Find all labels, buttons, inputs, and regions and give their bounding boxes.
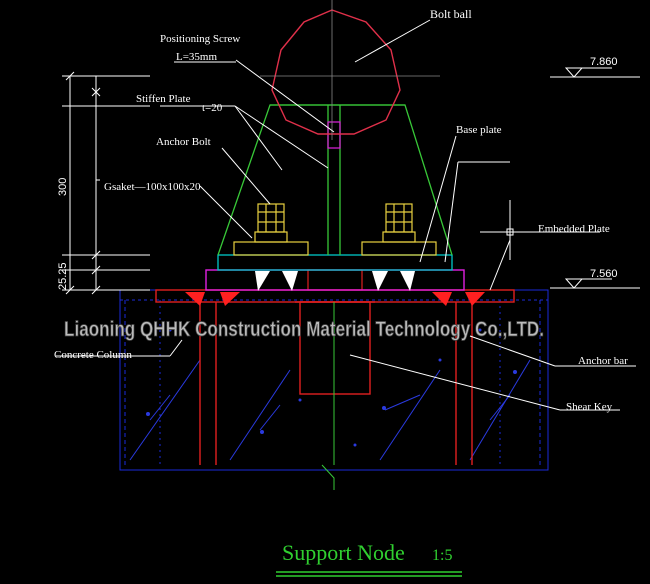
positioning-screw <box>327 121 341 149</box>
concrete-column-label: Concrete Column <box>54 349 132 361</box>
anchor-bolt-left <box>233 203 309 256</box>
positioning-screw-label: Positioning Screw <box>160 33 240 45</box>
drawing-scale: 1:5 <box>432 547 452 564</box>
center-line <box>321 302 335 490</box>
elevation-top-value: 7.860 <box>590 56 618 68</box>
stiffen-plate-label: Stiffen Plate <box>136 93 191 105</box>
gasket-label: Gsaket—100x100x20 <box>104 181 201 193</box>
anchor-bars <box>155 289 515 465</box>
dimension-total: 300 <box>57 178 69 196</box>
elevation-top <box>550 67 640 78</box>
anchor-bolt-right <box>361 203 437 256</box>
elevation-bottom <box>550 278 640 289</box>
embedded-marker <box>480 200 540 260</box>
anchor-bar-label: Anchor bar <box>578 355 628 367</box>
title-underline <box>276 571 462 577</box>
shear-key-label: Shear Key <box>566 401 613 413</box>
anchor-bolt-label: Anchor Bolt <box>156 136 211 148</box>
dimension-lower: 25.25 <box>57 262 69 290</box>
stiffen-plate <box>217 104 453 256</box>
leader-lines <box>56 19 636 411</box>
screw-length-label: L=35mm <box>176 51 217 63</box>
concrete-aggregate <box>146 328 517 447</box>
anchor-weld-triangles <box>185 292 485 306</box>
concrete-hatch <box>129 359 531 461</box>
vertical-dimension <box>62 71 150 295</box>
base-weld-triangles <box>255 271 415 291</box>
base-plate-label: Base plate <box>456 124 502 136</box>
bolt-ball <box>260 0 440 140</box>
bolt-ball-label: Bolt ball <box>430 7 472 21</box>
company-watermark: Liaoning QHHK Construction Material Tech… <box>64 318 544 341</box>
elevation-bottom-value: 7.560 <box>590 268 618 280</box>
shear-key <box>307 269 363 291</box>
embedded-plate-label: Embedded Plate <box>538 223 610 235</box>
drawing-title: Support Node <box>282 540 405 565</box>
embedded-plate <box>205 269 465 291</box>
stiffen-thickness-label: t=20 <box>202 102 223 114</box>
base-plate <box>217 254 453 271</box>
